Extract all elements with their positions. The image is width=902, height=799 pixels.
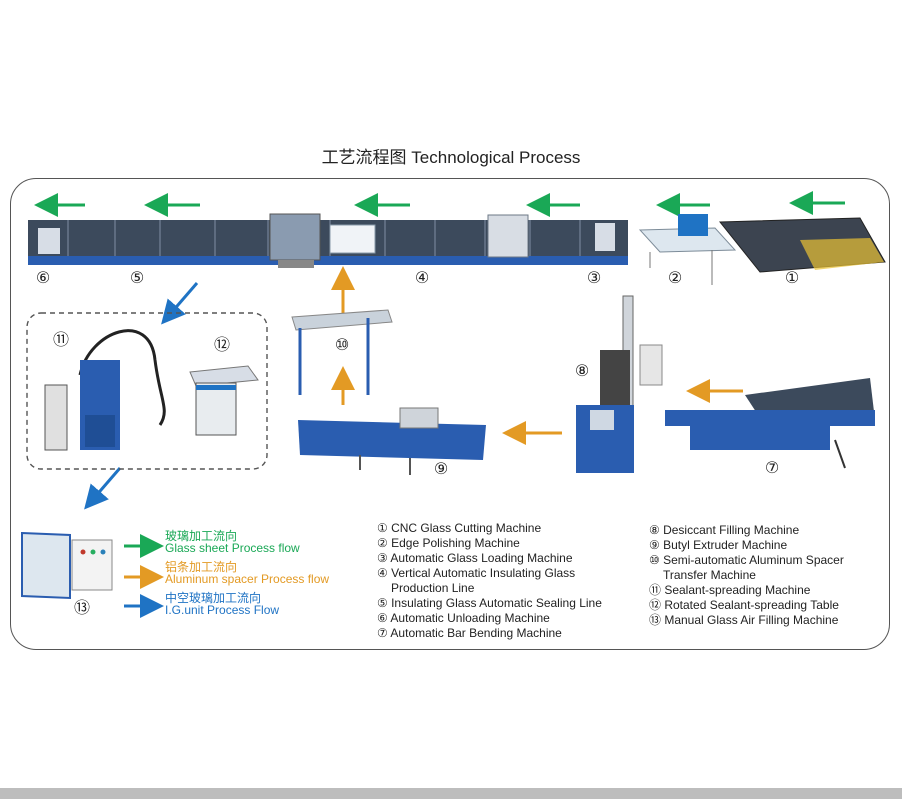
machine-item: ⑫ Rotated Sealant-spreading Table xyxy=(649,598,839,612)
machine-item: ⑦ Automatic Bar Bending Machine xyxy=(377,626,562,640)
cnc-cutting-machine xyxy=(718,217,886,273)
station-number: ⑤ xyxy=(130,268,144,287)
edge-polishing-machine xyxy=(638,214,737,285)
station-number: ② xyxy=(668,268,682,287)
desiccant-filling-machine xyxy=(576,295,663,473)
station-number: ⑥ xyxy=(36,268,50,287)
station-number: ⑩ xyxy=(335,335,349,354)
glass-flow-arrows xyxy=(34,191,845,217)
aluminum-flow-arrows xyxy=(331,266,743,445)
bottom-bar xyxy=(0,788,902,799)
machine-item: ⑥ Automatic Unloading Machine xyxy=(377,611,550,625)
machine-item: ⑧ Desiccant Filling Machine xyxy=(649,523,800,537)
station-numbers: ⑥ ⑤ ④ ③ ② ① ⑪ ⑫ ⑩ ⑧ ⑨ ⑦ ⑬ xyxy=(36,268,799,617)
machine-item: ④ Vertical Automatic Insulating Glass xyxy=(377,566,576,580)
machine-item: ⑨ Butyl Extruder Machine xyxy=(649,538,788,552)
machine-item: ⑪ Sealant-spreading Machine xyxy=(649,583,811,597)
machine-item: Transfer Machine xyxy=(663,568,756,582)
station-number: ④ xyxy=(415,268,429,287)
machine-item: ③ Automatic Glass Loading Machine xyxy=(377,551,573,565)
machine-item: ⑩ Semi-automatic Aluminum Spacer xyxy=(649,553,844,567)
machine-item: ① CNC Glass Cutting Machine xyxy=(377,521,542,535)
station-number: ⑬ xyxy=(74,598,90,617)
blue-arrow xyxy=(161,282,199,325)
process-frame xyxy=(10,178,890,650)
station-number: ⑧ xyxy=(575,361,589,380)
production-line xyxy=(28,213,628,268)
station-number: ⑨ xyxy=(434,459,448,478)
station-number: ⑦ xyxy=(765,458,779,477)
station-number: ⑫ xyxy=(214,335,230,354)
legend-ig-flow: 中空玻璃加工流向 I.G.unit Process Flow xyxy=(165,591,280,617)
station-number: ① xyxy=(785,268,799,287)
station-number: ⑪ xyxy=(53,330,69,349)
bar-bending-machine xyxy=(665,378,875,469)
spacer-transfer-machine xyxy=(291,309,393,395)
gas-filling-machine xyxy=(21,531,113,600)
machine-list-left: ① CNC Glass Cutting Machine ② Edge Polis… xyxy=(377,521,602,641)
page-title: 工艺流程图 Technological Process xyxy=(321,148,581,167)
rotated-sealant-table xyxy=(189,365,259,436)
legend-aluminum-flow: 铝条加工流向 Aluminum spacer Process flow xyxy=(165,560,330,586)
ig-flow-arrows xyxy=(84,282,199,510)
machine-list-right: ⑧ Desiccant Filling Machine ⑨ Butyl Extr… xyxy=(649,523,844,628)
butyl-extruder-machine xyxy=(298,407,486,475)
sealant-group xyxy=(26,312,268,470)
machine-item: Production Line xyxy=(391,581,475,595)
sealant-spreading-machine xyxy=(44,329,166,451)
machine-item: ② Edge Polishing Machine xyxy=(377,536,520,550)
legend-glass-flow: 玻璃加工流向 Glass sheet Process flow xyxy=(165,529,300,555)
machine-item: ⑬ Manual Glass Air Filling Machine xyxy=(649,613,839,627)
blue-arrow xyxy=(84,467,122,510)
station-number: ③ xyxy=(587,268,601,287)
machine-item: ⑤ Insulating Glass Automatic Sealing Lin… xyxy=(377,596,602,610)
